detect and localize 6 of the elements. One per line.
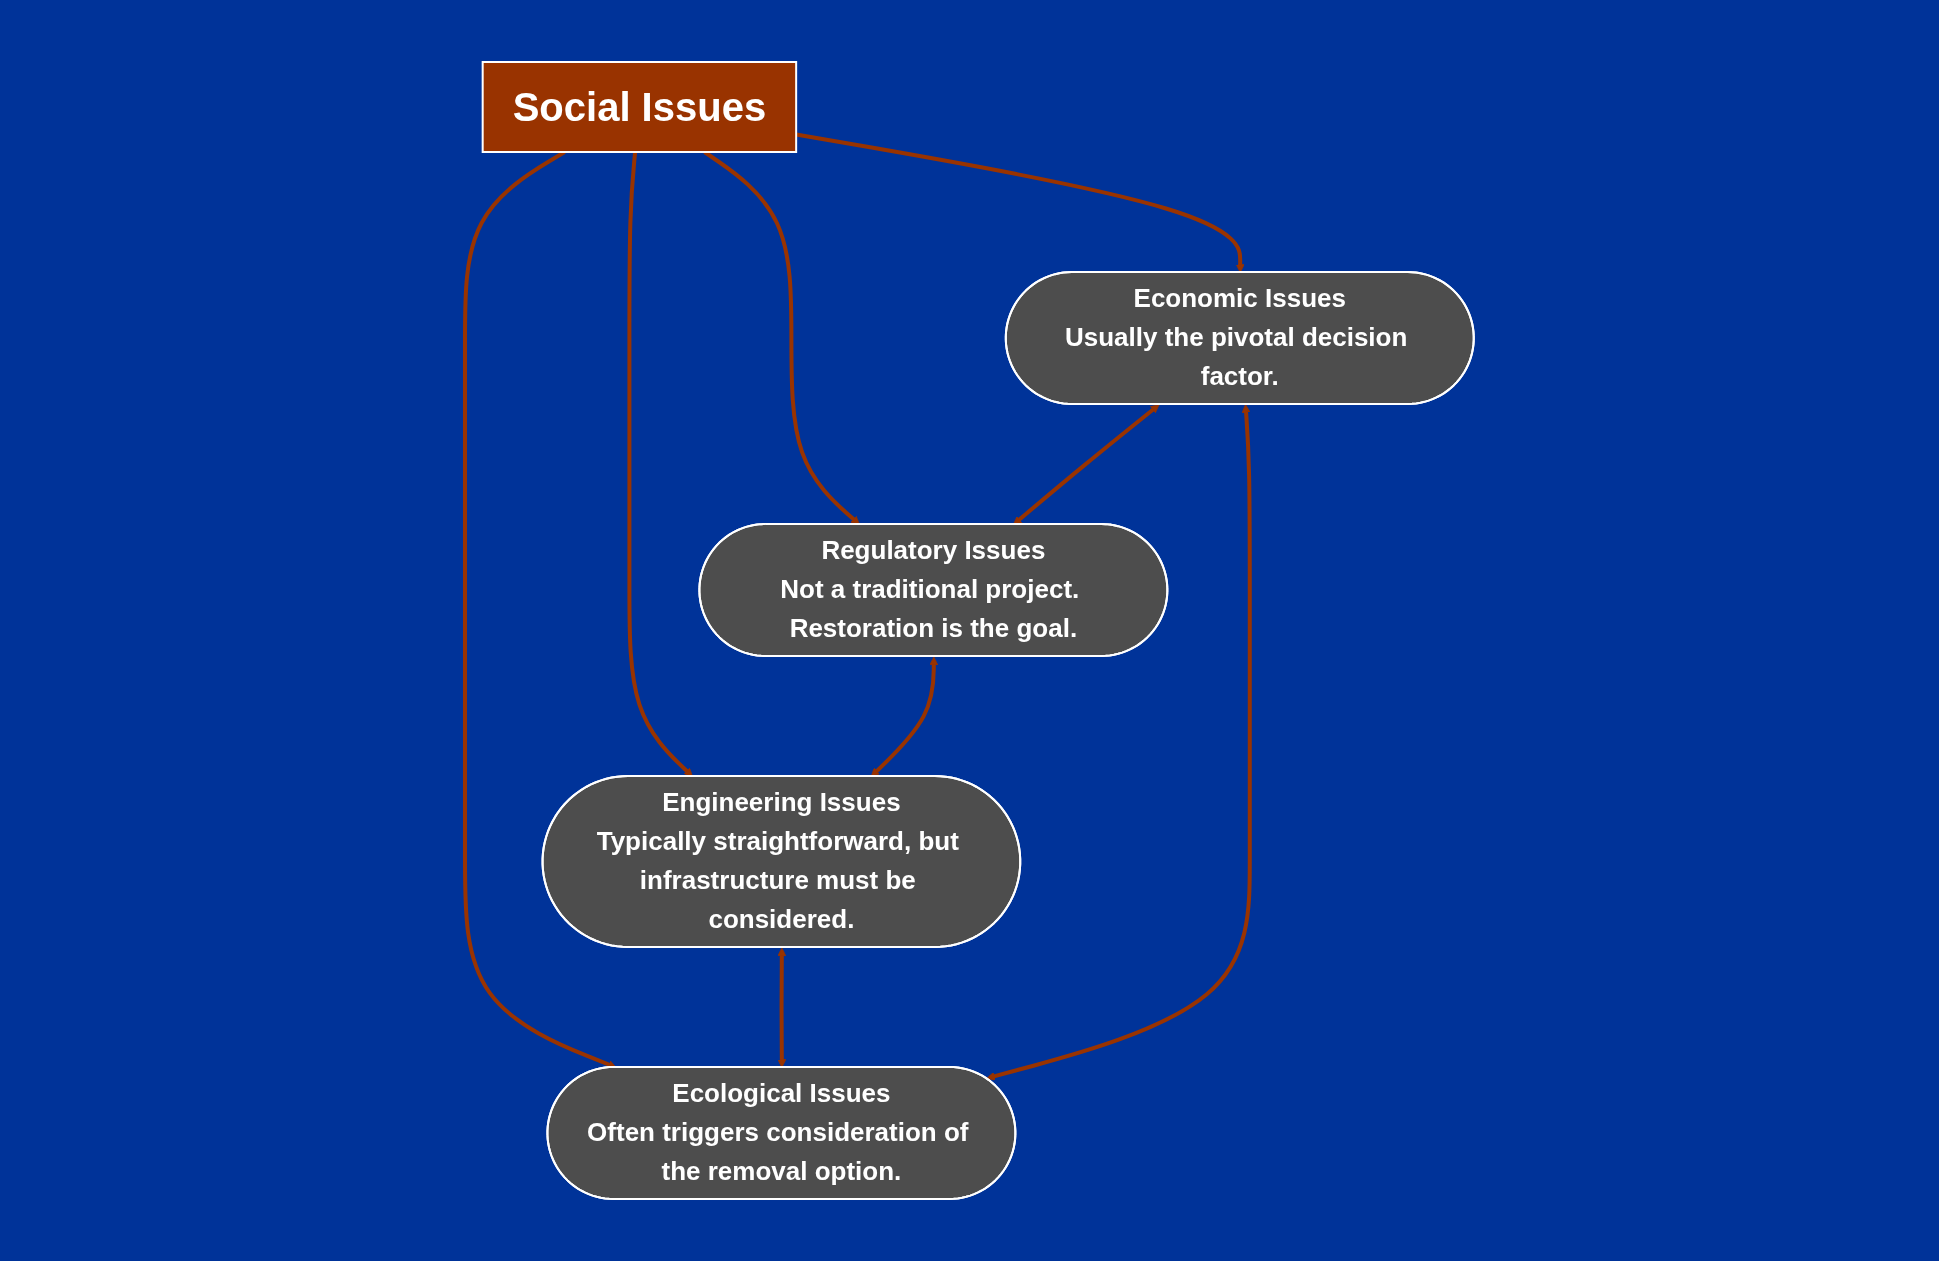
arrow: [1013, 404, 1160, 525]
arrow: [627, 151, 694, 777]
arrow: [777, 947, 787, 1068]
arrow: [870, 656, 939, 777]
arrow: [986, 404, 1252, 1081]
node-box: Social Issues: [481, 61, 798, 153]
